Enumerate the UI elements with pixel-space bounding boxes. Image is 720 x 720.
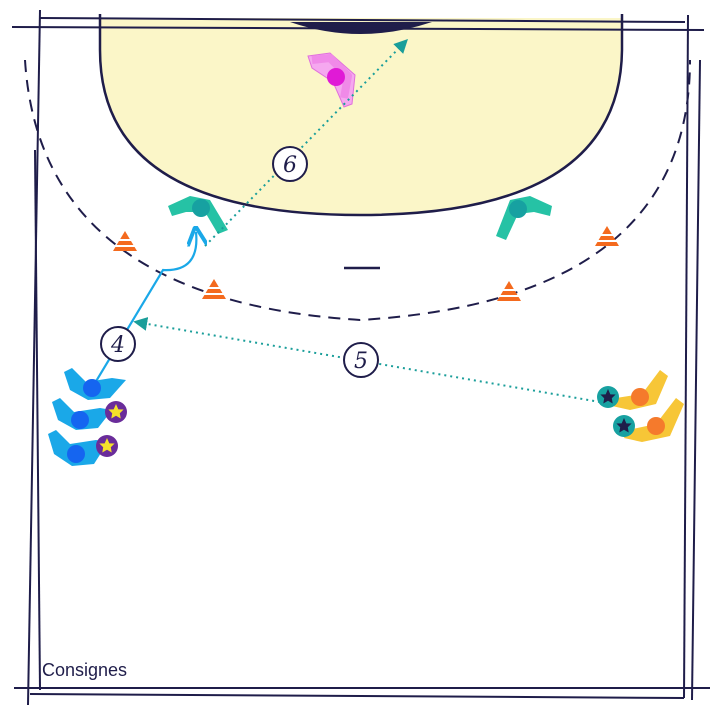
- star-icon: [613, 415, 635, 437]
- court-outline: [11, 9, 710, 706]
- attacker-blue-3: [48, 430, 118, 466]
- cone-icon: [595, 226, 619, 246]
- star-icon: [597, 386, 619, 408]
- attacker-orange-1: [597, 370, 668, 410]
- goal-area: [100, 18, 622, 215]
- cone-icon: [202, 279, 226, 299]
- defender-right: [496, 196, 552, 240]
- step-label-4: 4: [100, 326, 136, 362]
- cone-icon: [497, 281, 521, 301]
- svg-text:6: 6: [283, 153, 297, 178]
- step-label-5: 5: [343, 342, 379, 378]
- star-icon: [96, 435, 118, 457]
- attacker-orange-2: [613, 398, 684, 442]
- run-arrow-4: [91, 232, 196, 389]
- svg-text:4: 4: [110, 333, 125, 358]
- consignes-label: Consignes: [42, 660, 128, 680]
- goalkeeper: [307, 52, 356, 108]
- star-icon: [105, 401, 127, 423]
- goal-area-line: [98, 14, 624, 217]
- cone-icon: [113, 231, 137, 251]
- free-throw-line: [24, 59, 691, 322]
- attacker-blue-2: [52, 398, 127, 430]
- defender-left: [168, 196, 228, 234]
- step-label-6: 6: [272, 146, 308, 182]
- attacker-blue-1: [64, 368, 126, 400]
- svg-text:5: 5: [354, 349, 368, 374]
